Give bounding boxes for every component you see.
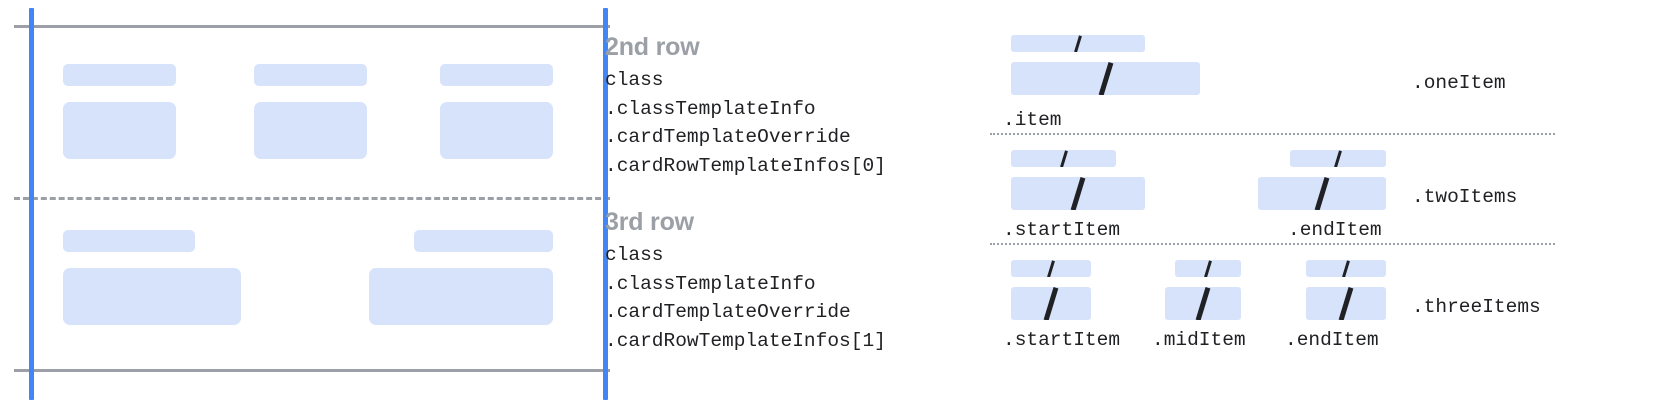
oneitem-body-slot <box>1011 62 1200 95</box>
row-path-line-2: .cardTemplateOverride <box>605 126 851 148</box>
row-path-line-1: .classTemplateInfo <box>605 272 816 295</box>
card-left-guide <box>29 8 34 400</box>
row1-col1-title-chip <box>63 64 176 86</box>
threeitems-mid-label: .midItem <box>1152 329 1246 351</box>
row-path-line-0: class <box>605 244 664 266</box>
oneitem-type-label: .oneItem <box>1412 72 1506 94</box>
row1-col2-title-chip <box>254 64 367 86</box>
row2-col2-title-chip <box>414 230 553 252</box>
threeitems-end-body-slot <box>1306 287 1386 320</box>
twoitems-end-body-slot <box>1258 177 1386 210</box>
slash-icon <box>1059 150 1068 167</box>
threeitems-mid-body-slot <box>1165 287 1241 320</box>
row1-col2-content-chip <box>254 102 367 159</box>
slash-icon <box>1047 260 1055 277</box>
row1-col3-content-chip <box>440 102 553 159</box>
slash-icon <box>1338 287 1354 320</box>
threeitems-type-label: .threeItems <box>1412 296 1541 318</box>
threeitems-end-title-slot <box>1306 260 1386 277</box>
twoitems-start-body-slot <box>1011 177 1145 210</box>
row-heading-2nd: 2nd row <box>605 33 700 61</box>
row2-col1-title-chip <box>63 230 195 252</box>
variant-separator-2 <box>990 243 1555 245</box>
slash-icon <box>1342 260 1350 277</box>
row2-col1-content-chip <box>63 268 241 325</box>
twoitems-start-title-slot <box>1011 150 1116 167</box>
row-heading-3rd: 3rd row <box>605 208 694 236</box>
slash-icon <box>1334 150 1342 167</box>
row1-col3-title-chip <box>440 64 553 86</box>
slash-icon <box>1074 35 1082 52</box>
description-2nd-row: 2nd row class .classTemplateInfo .cardTe… <box>605 32 965 180</box>
card-right-guide <box>603 8 608 400</box>
slash-icon <box>1314 177 1330 210</box>
description-3rd-row: 3rd row class .classTemplateInfo .cardTe… <box>605 207 965 355</box>
card-top-bound <box>14 25 610 28</box>
row-path-line-0: class <box>605 69 664 91</box>
slash-icon <box>1098 62 1113 95</box>
twoitems-start-label: .startItem <box>1003 219 1121 241</box>
row-path-line-2: .cardTemplateOverride <box>605 301 851 323</box>
twoitems-end-title-slot <box>1290 150 1386 167</box>
variant-separator-1 <box>990 133 1555 135</box>
twoitems-end-label: .endItem <box>1288 219 1382 241</box>
slash-icon <box>1195 287 1211 320</box>
threeitems-start-body-slot <box>1011 287 1091 320</box>
card-bottom-bound <box>14 369 610 372</box>
row-path-line-3: .cardRowTemplateInfos[1] <box>605 329 886 352</box>
row-divider <box>14 197 610 200</box>
threeitems-mid-title-slot <box>1175 260 1241 277</box>
oneitem-slot-label: .item <box>1003 109 1062 131</box>
row1-col1-content-chip <box>63 102 176 159</box>
twoitems-type-label: .twoItems <box>1412 186 1518 208</box>
slash-icon <box>1204 260 1212 277</box>
threeitems-start-title-slot <box>1011 260 1091 277</box>
slash-icon <box>1070 177 1086 210</box>
row-path-line-3: .cardRowTemplateInfos[0] <box>605 154 886 177</box>
slash-icon <box>1043 287 1059 320</box>
row-path-line-1: .classTemplateInfo <box>605 97 816 120</box>
oneitem-title-slot <box>1011 35 1145 52</box>
threeitems-start-label: .startItem <box>1003 329 1121 351</box>
threeitems-end-label: .endItem <box>1285 329 1379 351</box>
left-preview-panel <box>0 0 620 412</box>
row2-col2-content-chip <box>369 268 553 325</box>
